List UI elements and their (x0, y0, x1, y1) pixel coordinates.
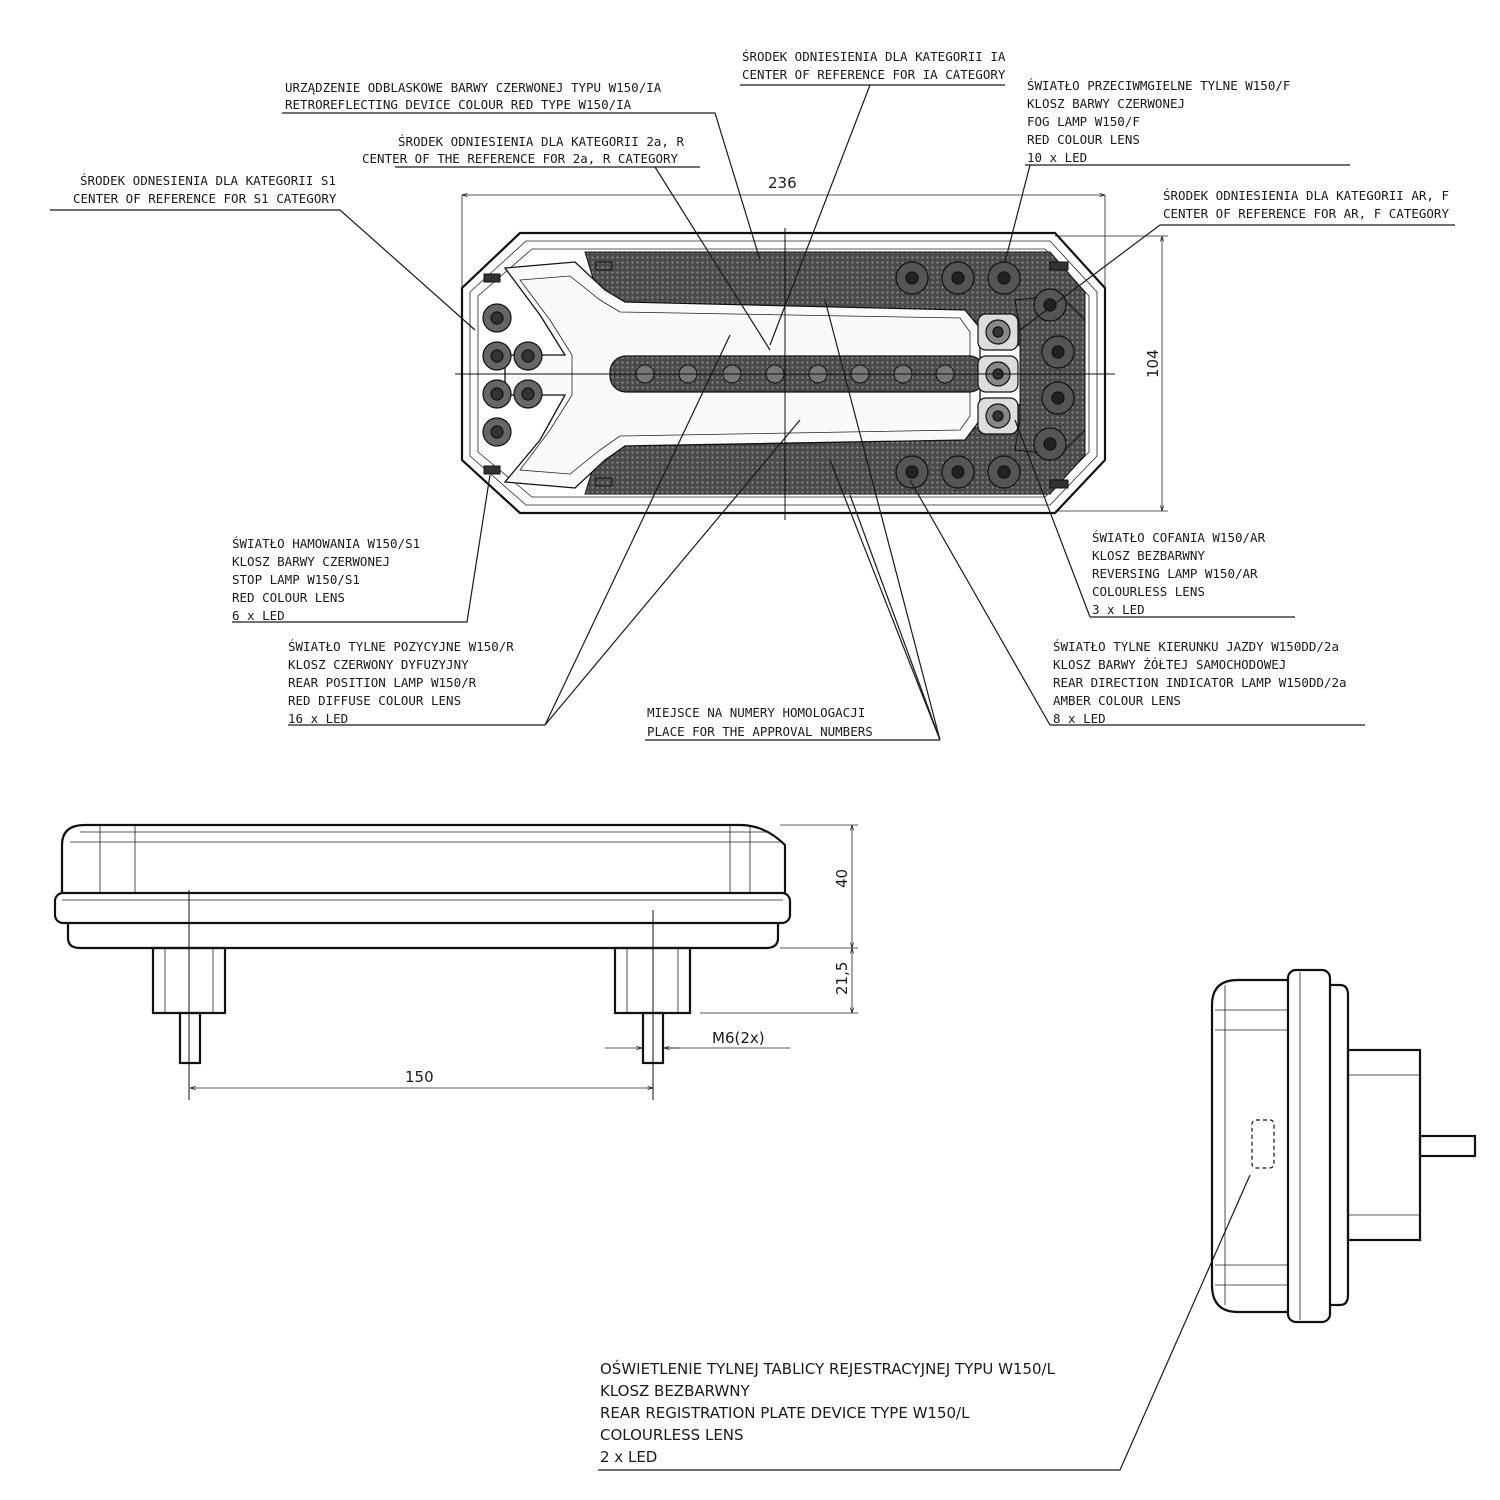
svg-text:2 x LED: 2 x LED (600, 1448, 657, 1466)
dim-depth-body: 40 (833, 869, 851, 888)
svg-text:8 x LED: 8 x LED (1053, 711, 1106, 726)
y-guide-inner (519, 275, 971, 475)
callout-center-ar-f: ŚRODEK ODNIESIENIA DLA KATEGORII AR, F C… (1163, 188, 1449, 221)
svg-text:ŚRODEK ODNIESIENIA DLA KATEGOR: ŚRODEK ODNIESIENIA DLA KATEGORII 2a, R (398, 134, 684, 149)
front-dimensions: 236 104 (461, 174, 1168, 512)
callout-fog-lamp: ŚWIATŁO PRZECIWMGIELNE TYLNE W150/F KLOS… (1027, 78, 1290, 165)
dim-height: 104 (1144, 349, 1162, 378)
end-flange (1286, 968, 1332, 1324)
svg-text:ŚWIATŁO TYLNE POZYCYJNE W150/R: ŚWIATŁO TYLNE POZYCYJNE W150/R (288, 639, 514, 654)
end-base (1330, 983, 1350, 1307)
svg-text:CENTER OF REFERENCE FOR AR, F: CENTER OF REFERENCE FOR AR, F CATEGORY (1163, 206, 1449, 221)
callout-center-s1: ŚRODEK ODNESIENIA DLA KATEGORII S1 CENTE… (73, 173, 337, 206)
side-dimensions: 40 21,5 150 M6(2x) (190, 824, 858, 1088)
corner-mark-bl (483, 465, 501, 475)
svg-text:ŚWIATŁO HAMOWANIA W150/S1: ŚWIATŁO HAMOWANIA W150/S1 (232, 536, 420, 551)
dim-stud-spacing: 150 (405, 1068, 434, 1086)
end-view (1210, 968, 1477, 1324)
svg-text:PLACE FOR THE APPROVAL NUMBERS: PLACE FOR THE APPROVAL NUMBERS (647, 724, 873, 739)
svg-text:KLOSZ BARWY CZERWONEJ: KLOSZ BARWY CZERWONEJ (1027, 96, 1185, 111)
svg-text:REAR DIRECTION INDICATOR LAMP: REAR DIRECTION INDICATOR LAMP W150DD/2a (1053, 675, 1347, 690)
stop-leds (482, 303, 543, 447)
callout-center-2a-r: ŚRODEK ODNIESIENIA DLA KATEGORII 2a, R C… (362, 134, 684, 166)
dim-depth-studs: 21,5 (833, 962, 851, 995)
callout-indicator-lamp: ŚWIATŁO TYLNE KIERUNKU JAZDY W150DD/2a K… (1053, 639, 1347, 726)
callout-center-ia: ŚRODEK ODNIESIENIA DLA KATEGORII IA CENT… (742, 49, 1006, 82)
reversing-leds (977, 313, 1019, 435)
callout-reversing-lamp: ŚWIATŁO COFANIA W150/AR KLOSZ BEZBARWNY … (1092, 530, 1266, 617)
svg-text:STOP LAMP W150/S1: STOP LAMP W150/S1 (232, 572, 360, 587)
svg-text:KLOSZ BARWY ŻÓŁTEJ SAMOCHODOWE: KLOSZ BARWY ŻÓŁTEJ SAMOCHODOWEJ (1053, 657, 1286, 672)
svg-text:16 x LED: 16 x LED (288, 711, 348, 726)
callout-stop-lamp: ŚWIATŁO HAMOWANIA W150/S1 KLOSZ BARWY CZ… (232, 536, 420, 623)
svg-text:10 x LED: 10 x LED (1027, 150, 1087, 165)
svg-text:REVERSING LAMP W150/AR: REVERSING LAMP W150/AR (1092, 566, 1258, 581)
svg-text:CENTER OF REFERENCE FOR IA CAT: CENTER OF REFERENCE FOR IA CATEGORY (742, 67, 1006, 82)
svg-text:REAR REGISTRATION PLATE DEVICE: REAR REGISTRATION PLATE DEVICE TYPE W150… (600, 1404, 970, 1422)
left-stud-bolt (178, 1011, 202, 1065)
svg-text:KLOSZ CZERWONY DYFUZYJNY: KLOSZ CZERWONY DYFUZYJNY (288, 657, 469, 672)
leader-lines (50, 84, 1455, 1471)
svg-text:FOG LAMP W150/F: FOG LAMP W150/F (1027, 114, 1140, 129)
corner-mark-tr (1049, 261, 1069, 271)
callout-approval: MIEJSCE NA NUMERY HOMOLOGACJI PLACE FOR … (647, 705, 873, 739)
svg-text:ŚWIATŁO TYLNE KIERUNKU JAZDY W: ŚWIATŁO TYLNE KIERUNKU JAZDY W150DD/2a (1053, 639, 1339, 654)
svg-text:ŚWIATŁO PRZECIWMGIELNE TYLNE W: ŚWIATŁO PRZECIWMGIELNE TYLNE W150/F (1027, 78, 1290, 93)
svg-text:6 x LED: 6 x LED (232, 608, 285, 623)
svg-text:ŚRODEK ODNESIENIA DLA KATEGORI: ŚRODEK ODNESIENIA DLA KATEGORII S1 (80, 173, 336, 188)
svg-text:MIEJSCE NA NUMERY HOMOLOGACJI: MIEJSCE NA NUMERY HOMOLOGACJI (647, 705, 865, 720)
end-bolt (1418, 1134, 1477, 1158)
callout-plate-lamp: OŚWIETLENIE TYLNEJ TABLICY REJESTRACYJNE… (600, 1359, 1056, 1466)
svg-text:RED COLOUR LENS: RED COLOUR LENS (1027, 132, 1140, 147)
reflector-mark-top (595, 261, 613, 271)
indicator-fog-leds (895, 261, 1075, 489)
corner-mark-br (1049, 479, 1069, 489)
reflector-mark-bottom (595, 477, 613, 487)
end-lens (1210, 978, 1288, 1314)
svg-text:KLOSZ BEZBARWNY: KLOSZ BEZBARWNY (1092, 548, 1205, 563)
side-flange (53, 891, 792, 925)
plate-lamp-window (1251, 1119, 1275, 1169)
svg-text:AMBER COLOUR LENS: AMBER COLOUR LENS (1053, 693, 1181, 708)
svg-text:KLOSZ BEZBARWNY: KLOSZ BEZBARWNY (600, 1382, 750, 1400)
side-view (53, 823, 792, 1100)
svg-text:RETROREFLECTING DEVICE COLOUR: RETROREFLECTING DEVICE COLOUR RED TYPE W… (285, 97, 632, 112)
svg-text:URZĄDZENIE ODBLASKOWE BARWY CZ: URZĄDZENIE ODBLASKOWE BARWY CZERWONEJ TY… (285, 80, 662, 95)
svg-text:ŚWIATŁO COFANIA W150/AR: ŚWIATŁO COFANIA W150/AR (1092, 530, 1266, 545)
svg-text:OŚWIETLENIE TYLNEJ TABLICY REJ: OŚWIETLENIE TYLNEJ TABLICY REJESTRACYJNE… (600, 1359, 1056, 1378)
side-lens-top (60, 823, 787, 893)
svg-text:COLOURLESS LENS: COLOURLESS LENS (600, 1426, 744, 1444)
svg-text:COLOURLESS LENS: COLOURLESS LENS (1092, 584, 1205, 599)
callout-reflector: URZĄDZENIE ODBLASKOWE BARWY CZERWONEJ TY… (285, 80, 662, 112)
end-boss (1346, 1048, 1422, 1242)
lamp-housing-inner (469, 240, 1098, 506)
svg-text:ŚRODEK ODNIESIENIA DLA KATEGOR: ŚRODEK ODNIESIENIA DLA KATEGORII IA (742, 49, 1006, 64)
svg-text:CENTER OF REFERENCE FOR S1 CAT: CENTER OF REFERENCE FOR S1 CATEGORY (73, 191, 337, 206)
svg-text:RED COLOUR LENS: RED COLOUR LENS (232, 590, 345, 605)
lamp-housing-outer (460, 231, 1107, 515)
svg-text:KLOSZ BARWY CZERWONEJ: KLOSZ BARWY CZERWONEJ (232, 554, 390, 569)
dim-width: 236 (768, 174, 797, 192)
front-view (455, 228, 1115, 520)
svg-text:ŚRODEK ODNIESIENIA DLA KATEGOR: ŚRODEK ODNIESIENIA DLA KATEGORII AR, F (1163, 188, 1449, 203)
dim-thread: M6(2x) (712, 1029, 765, 1047)
svg-text:REAR POSITION LAMP W150/R: REAR POSITION LAMP W150/R (288, 675, 477, 690)
svg-text:RED DIFFUSE COLOUR LENS: RED DIFFUSE COLOUR LENS (288, 693, 461, 708)
corner-mark-tl (483, 273, 501, 283)
svg-text:3 x LED: 3 x LED (1092, 602, 1145, 617)
svg-text:CENTER OF THE REFERENCE FOR 2a: CENTER OF THE REFERENCE FOR 2a, R CATEGO… (362, 151, 679, 166)
side-base (66, 923, 780, 950)
callout-position-lamp: ŚWIATŁO TYLNE POZYCYJNE W150/R KLOSZ CZE… (288, 639, 514, 726)
